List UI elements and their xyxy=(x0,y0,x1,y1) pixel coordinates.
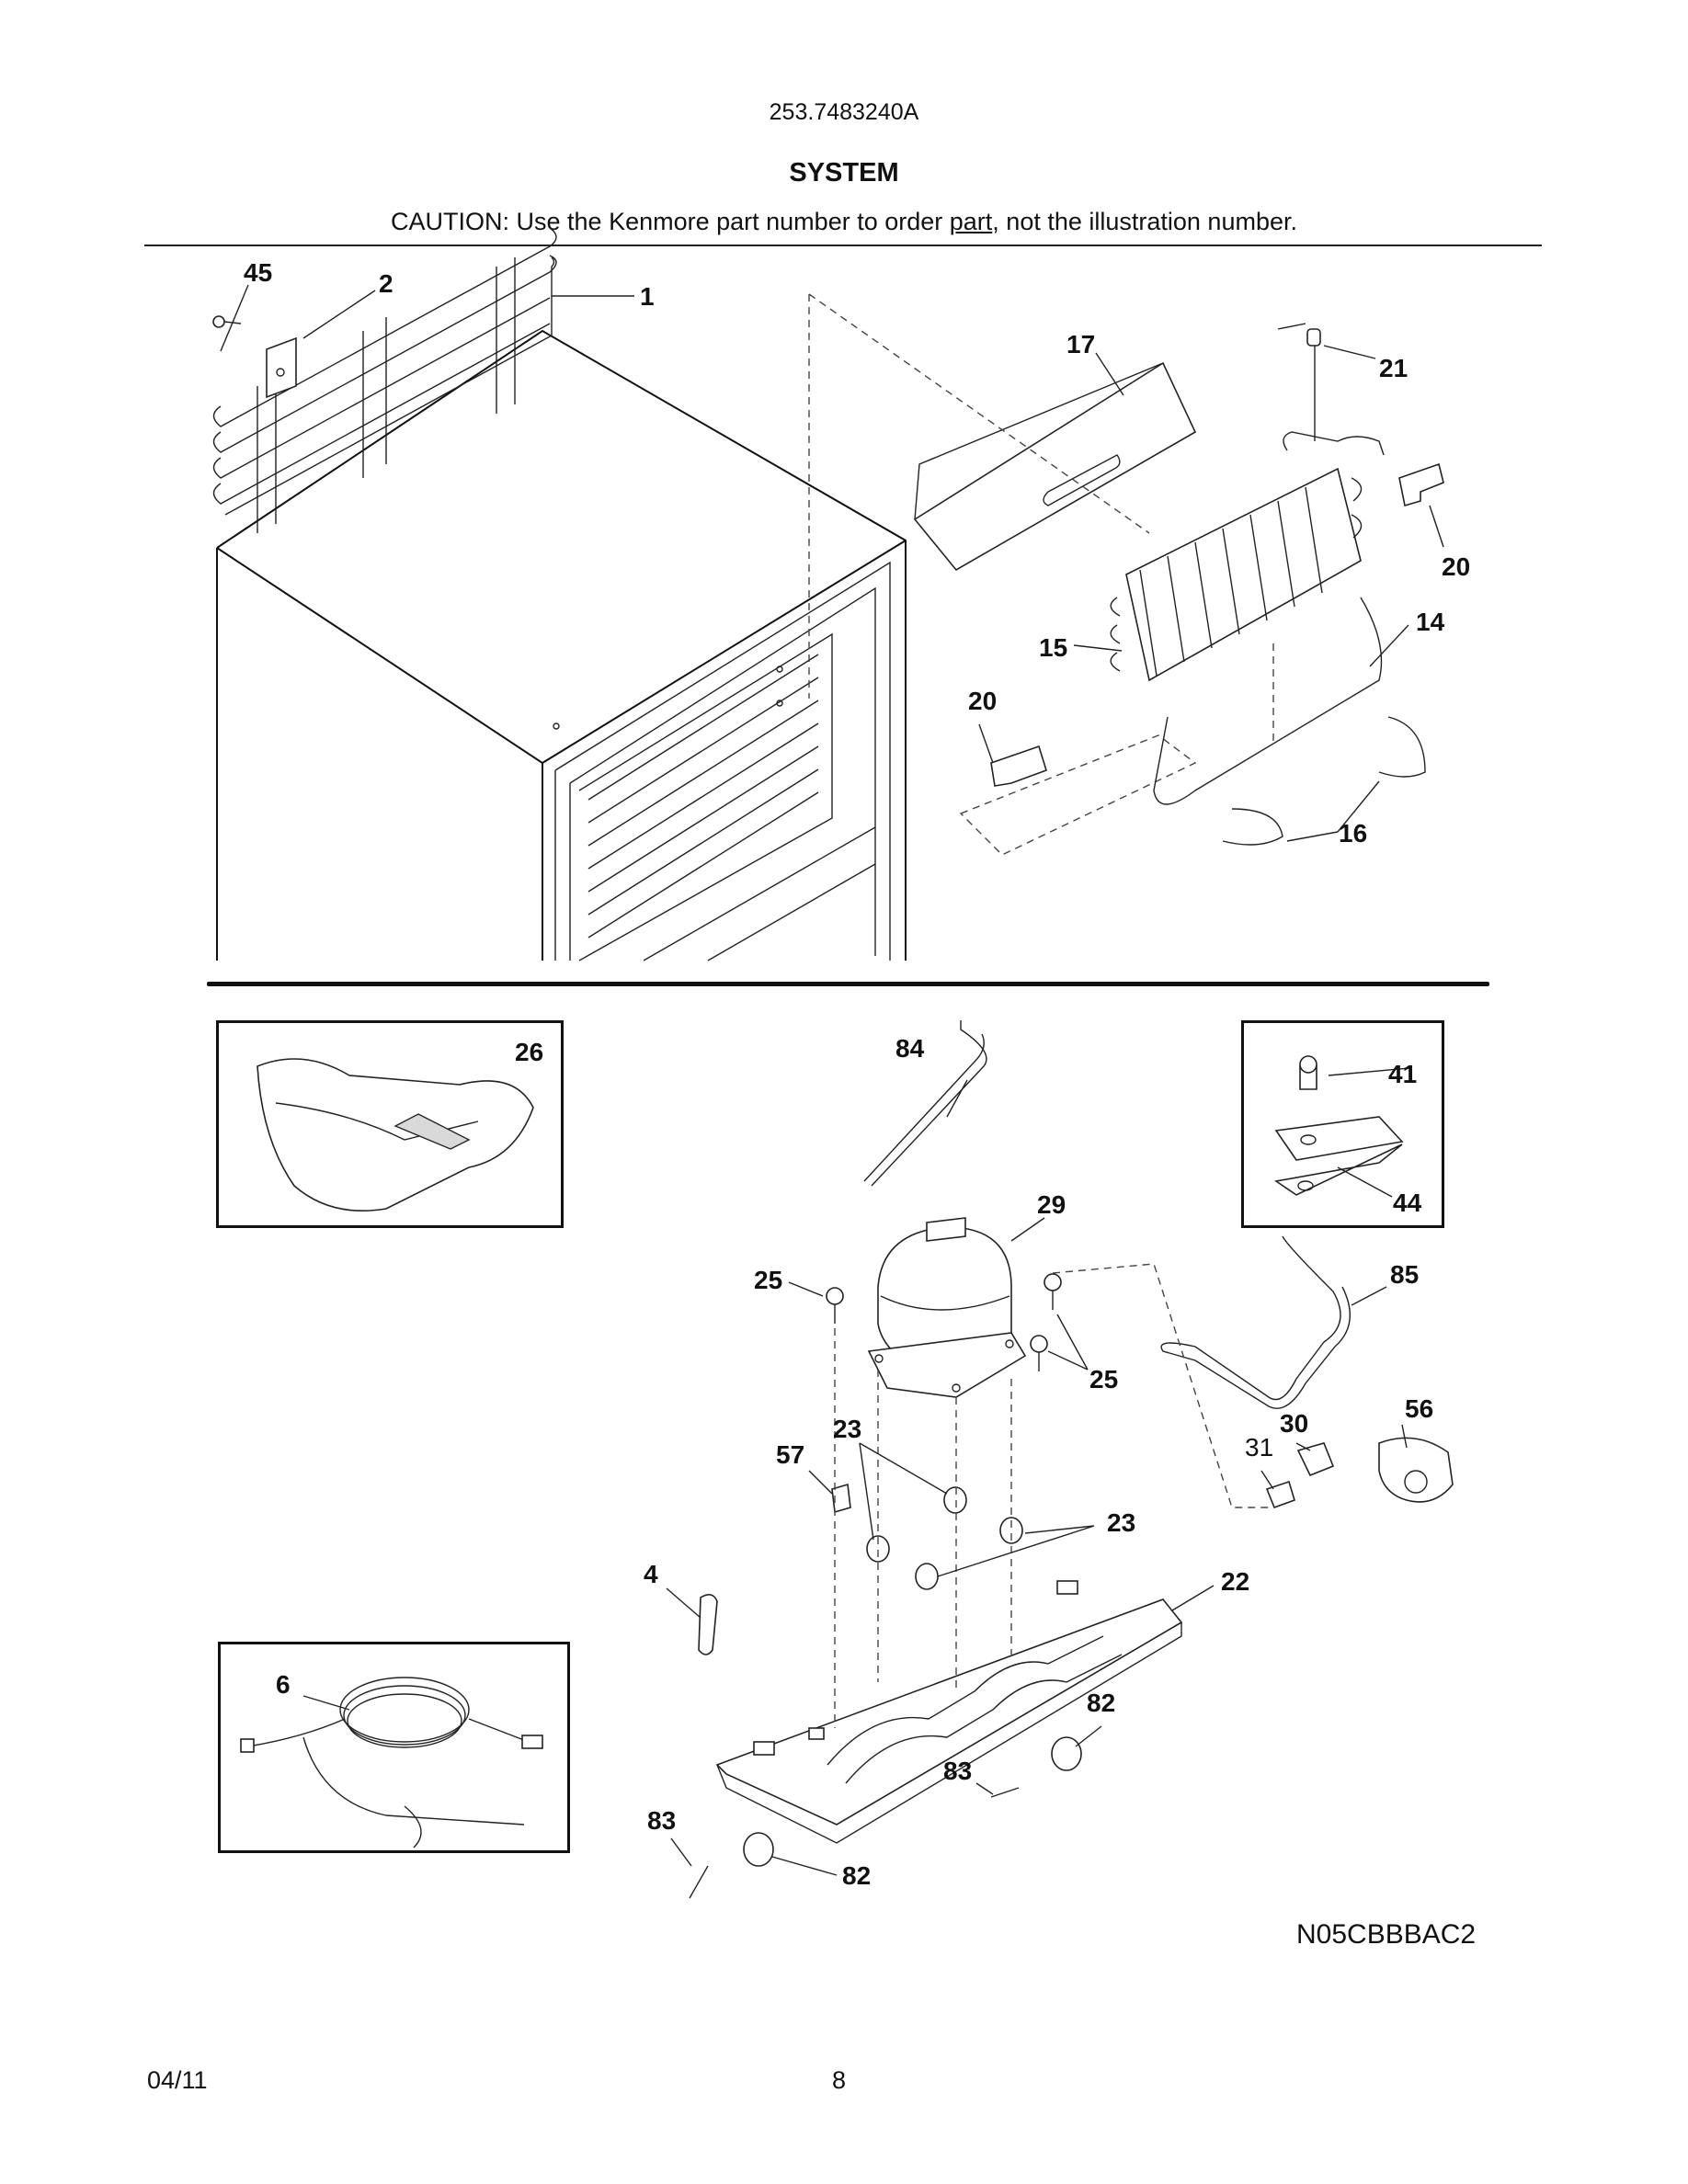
bracket-part-44 xyxy=(1273,1116,1404,1196)
screw-part-83 xyxy=(689,1787,1020,1899)
grommet-part-23 xyxy=(866,1486,1023,1590)
callout-29: 29 xyxy=(1037,1190,1066,1219)
callout-56: 56 xyxy=(1405,1394,1433,1423)
compressor-part-29 xyxy=(867,1217,1027,1398)
callout-14: 14 xyxy=(1416,608,1445,636)
base-plate-part-22 xyxy=(715,1580,1183,1844)
callout-25-right: 25 xyxy=(1089,1365,1118,1393)
callout-21: 21 xyxy=(1379,354,1408,382)
section-title: SYSTEM xyxy=(789,158,899,188)
callout-85: 85 xyxy=(1390,1260,1419,1289)
screw-part-25 xyxy=(826,1273,1062,1371)
callout-17: 17 xyxy=(1066,330,1095,358)
callout-83-right: 83 xyxy=(943,1757,972,1785)
inset-box-power-cord xyxy=(218,1642,570,1853)
screw-part-45 xyxy=(212,315,242,328)
foot-part-82 xyxy=(743,1736,1082,1867)
callout-2: 2 xyxy=(379,269,393,298)
callout-82-right: 82 xyxy=(1087,1689,1115,1717)
tube-part-85 xyxy=(1160,1235,1351,1409)
callout-1: 1 xyxy=(640,282,655,311)
caution-link-word: part xyxy=(949,208,993,235)
caution-suffix: , not the illustration number. xyxy=(992,208,1297,235)
page-number: 8 xyxy=(832,2066,847,2094)
callout-41: 41 xyxy=(1388,1060,1417,1088)
callout-57: 57 xyxy=(776,1440,804,1469)
diagram-code: N05CBBBAC2 xyxy=(1296,1919,1477,1950)
bracket-part-20-left xyxy=(990,745,1047,787)
drain-pan-part-26 xyxy=(257,1058,534,1211)
callout-30: 30 xyxy=(1280,1409,1308,1438)
model-number: 253.7483240A xyxy=(769,99,919,125)
callout-15: 15 xyxy=(1039,633,1067,662)
sensor-part-21 xyxy=(1277,323,1321,441)
clip-part-57 xyxy=(831,1483,851,1514)
callout-20-right: 20 xyxy=(1442,552,1470,581)
leader-lines xyxy=(220,284,1444,1876)
overload-part-31 xyxy=(1265,1480,1295,1509)
bracket-part-20-right xyxy=(1398,462,1444,507)
caution-note: CAUTION: Use the Kenmore part number to … xyxy=(0,208,1688,236)
inset-box-drain-pan xyxy=(216,1020,564,1228)
callout-44: 44 xyxy=(1393,1189,1422,1217)
clip-part-2 xyxy=(266,336,297,399)
callout-6: 6 xyxy=(276,1670,291,1699)
evaporator-part-15 xyxy=(1110,431,1385,682)
clamp-part-16 xyxy=(1222,716,1426,846)
cabinet-illustration xyxy=(216,329,907,961)
drier-part-4 xyxy=(698,1594,718,1655)
power-cord-part-6 xyxy=(240,1677,543,1848)
callout-26: 26 xyxy=(515,1038,543,1066)
callout-23-bottom: 23 xyxy=(1107,1508,1135,1537)
callout-82-left: 82 xyxy=(842,1861,871,1890)
inset-box-bracket xyxy=(1241,1020,1444,1228)
callout-84: 84 xyxy=(895,1034,925,1063)
bolt-part-41 xyxy=(1299,1055,1317,1090)
callout-16: 16 xyxy=(1339,819,1367,847)
condenser-coil xyxy=(212,227,557,533)
tube-part-84 xyxy=(863,1020,987,1187)
callout-20-left: 20 xyxy=(968,687,997,715)
section-divider xyxy=(207,982,1489,986)
relay-part-30 xyxy=(1296,1442,1335,1477)
revision-date: 04/11 xyxy=(147,2066,208,2094)
guide-line xyxy=(1052,1263,1269,1508)
callout-45: 45 xyxy=(244,258,272,287)
callout-22: 22 xyxy=(1221,1567,1249,1596)
callout-83-left: 83 xyxy=(647,1806,676,1835)
callout-25-left: 25 xyxy=(754,1266,782,1294)
tube-part-14 xyxy=(1153,597,1383,805)
caution-prefix: CAUTION: Use the Kenmore part number to … xyxy=(391,208,950,235)
callout-4: 4 xyxy=(644,1560,658,1588)
cover-part-56 xyxy=(1378,1437,1454,1503)
callout-31: 31 xyxy=(1245,1433,1273,1462)
mounting-outline xyxy=(959,734,1197,856)
guide-line xyxy=(808,293,1150,534)
header-rule xyxy=(144,245,1542,246)
callout-23-top: 23 xyxy=(833,1415,861,1443)
